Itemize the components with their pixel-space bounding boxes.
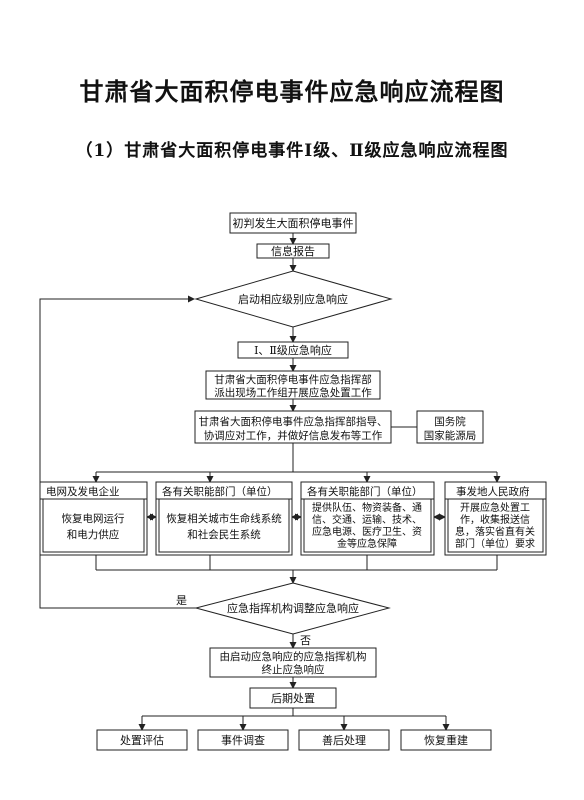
- node-initial: 初判发生大面积停电事件: [229, 212, 357, 234]
- node-level-text: Ⅰ、Ⅱ级应急响应: [254, 343, 332, 357]
- node-terminate-line1: 由启动应急响应的应急指挥机构: [220, 650, 367, 663]
- branch-support-line1: 提供队伍、物资装备、通: [312, 501, 422, 514]
- node-guide-line2: 协调应对工作，并做好信息发布等工作: [204, 429, 383, 442]
- branch-local-gov-line2: 作，收集报送信: [460, 513, 530, 526]
- branch-local-gov-line4: 部门（单位）要求: [455, 537, 535, 550]
- branch-local-gov-line3: 息，落实省直有关: [455, 525, 535, 538]
- node-report-text: 信息报告: [271, 244, 315, 258]
- node-dispatch-line1: 甘肃省大面积停电事件应急指挥部: [214, 373, 372, 386]
- final-aftermath: 善后处理: [298, 729, 390, 751]
- branch-lifeline: 各有关职能部门（单位） 恢复相关城市生命线系统 和社会民生系统: [155, 481, 293, 556]
- node-report: 信息报告: [256, 243, 330, 259]
- yes-label: 是: [176, 594, 187, 607]
- sub-title: （1）甘肃省大面积停电事件Ⅰ级、Ⅱ级应急响应流程图: [75, 141, 509, 161]
- branch-local-gov: 事发地人民政府 开展应急处置工 作，收集报送信 息，落实省直有关 部门（单位）要…: [444, 481, 547, 556]
- branch-support: 各有关职能部门（单位） 提供队伍、物资装备、通 信、交通、运输、技术、 应急电源…: [300, 481, 435, 556]
- connectors: [39, 233, 501, 731]
- page-title: 甘肃省大面积停电事件应急响应流程图: [79, 77, 505, 106]
- node-state-council-line1: 国务院: [434, 415, 466, 428]
- branch-lifeline-line1: 恢复相关城市生命线系统: [166, 512, 282, 525]
- branch-grid-header: 电网及发电企业: [46, 485, 120, 498]
- branch-support-line2: 信、交通、运输、技术、: [312, 513, 422, 526]
- node-dispatch: 甘肃省大面积停电事件应急指挥部 派出现场工作组开展应急处置工作: [205, 370, 381, 400]
- final-investigation: 事件调查: [197, 729, 289, 751]
- final-evaluation: 处置评估: [96, 729, 188, 751]
- node-state-council-line2: 国家能源局: [424, 429, 477, 442]
- branch-grid-line1: 恢复电网运行: [62, 512, 125, 525]
- decision-adjust-text: 应急指挥机构调整应急响应: [227, 601, 359, 615]
- node-terminate-line2: 终止应急响应: [262, 663, 325, 676]
- decision-start: 启动相应级别应急响应: [194, 270, 393, 328]
- final-reconstruction-text: 恢复重建: [424, 733, 468, 747]
- node-state-council: 国务院 国家能源局: [416, 410, 484, 444]
- branch-support-line3: 应急电源、医疗卫生、资: [312, 525, 422, 538]
- final-aftermath-text: 善后处理: [322, 733, 366, 747]
- final-investigation-text: 事件调查: [221, 733, 265, 747]
- node-level: Ⅰ、Ⅱ级应急响应: [237, 341, 349, 359]
- node-terminate: 由启动应急响应的应急指挥机构 终止应急响应: [209, 647, 377, 678]
- node-initial-text: 初判发生大面积停电事件: [233, 216, 354, 230]
- branch-grid-line2: 和电力供应: [67, 528, 120, 541]
- final-evaluation-text: 处置评估: [120, 734, 164, 747]
- node-post-text: 后期处置: [271, 692, 315, 705]
- node-guide: 甘肃省大面积停电事件应急指挥部指导、 协调应对工作，并做好信息发布等工作: [194, 410, 392, 444]
- branch-support-line4: 金等应急保障: [337, 537, 397, 550]
- branch-lifeline-line2: 和社会民生系统: [187, 528, 261, 541]
- branch-support-header: 各有关职能部门（单位）: [307, 485, 423, 498]
- branch-local-gov-header: 事发地人民政府: [456, 485, 530, 498]
- node-dispatch-line2: 派出现场工作组开展应急处置工作: [214, 386, 372, 399]
- branch-grid: 电网及发电企业 恢复电网运行 和电力供应: [39, 481, 148, 556]
- final-reconstruction: 恢复重建: [400, 729, 492, 751]
- decision-start-text: 启动相应级别应急响应: [238, 292, 348, 306]
- branch-local-gov-line1: 开展应急处置工: [460, 501, 530, 514]
- node-guide-line1: 甘肃省大面积停电事件应急指挥部指导、: [199, 415, 388, 428]
- branch-lifeline-header: 各有关职能部门（单位）: [162, 485, 278, 498]
- node-post: 后期处置: [249, 687, 337, 709]
- no-label: 否: [300, 634, 311, 647]
- decision-adjust: 应急指挥机构调整应急响应: [194, 582, 391, 635]
